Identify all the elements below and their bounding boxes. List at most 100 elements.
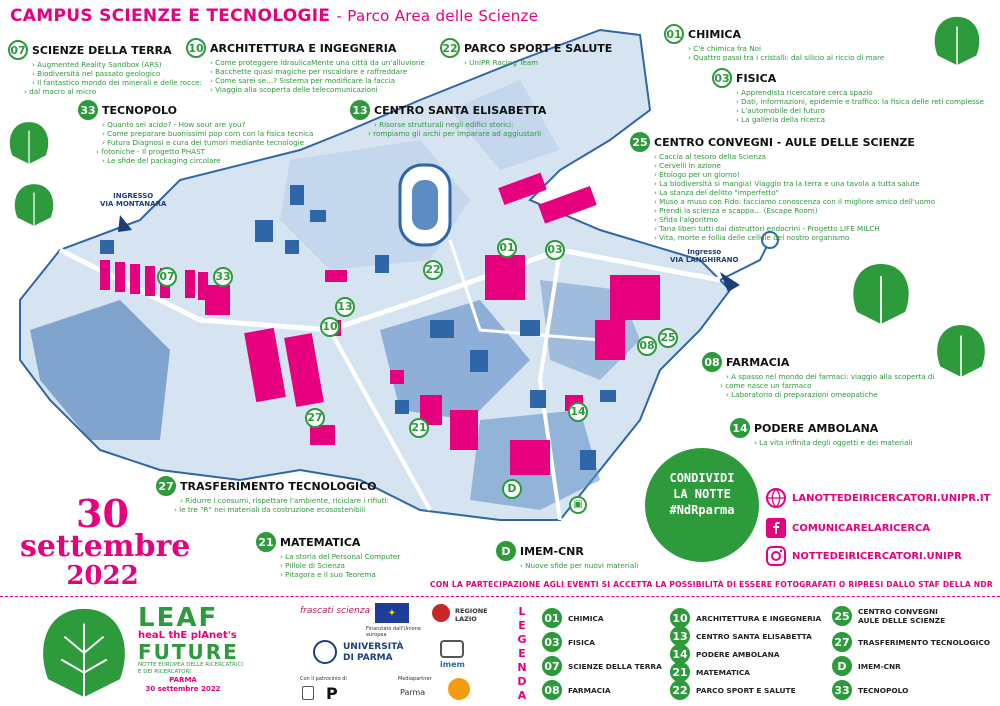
activity: Biodiversità nel passato geologico <box>32 69 202 78</box>
area-name: CENTRO CONVEGNI - AULE DELLE SCIENZE <box>654 135 915 149</box>
facebook-link[interactable]: COMUNICARELARICERCA <box>766 518 930 538</box>
campus-map <box>19 28 779 521</box>
activity: rompiamo gli archi per imparare ad aggiu… <box>368 129 546 138</box>
website-link[interactable]: LANOTTEDEIRICERCATORI.UNIPR.IT <box>766 488 990 508</box>
marker-03[interactable]: 03 <box>545 238 565 260</box>
legend-letter: E <box>518 619 526 632</box>
headphones-icon <box>448 678 470 700</box>
legend-label: TECNOPOLO <box>858 685 909 695</box>
area-name: TECNOPOLO <box>102 103 178 117</box>
marker-22[interactable]: 22 <box>423 258 443 280</box>
legend-letter: D <box>517 675 527 688</box>
activity: fotoniche - Il progetto PHAST <box>96 147 313 156</box>
montanara-entrance-label: INGRESSO VIA MONTANARA <box>100 192 166 208</box>
marker-10[interactable]: 10 <box>320 315 340 337</box>
badge-01: 01 <box>664 24 684 44</box>
date-year: 2022 <box>66 561 139 591</box>
regione-logo: REGIONE LAZIO <box>455 607 488 623</box>
title-main: CAMPUS SCIENZE E TECNOLOGIE <box>10 6 331 26</box>
area-name: PODERE AMBOLANA <box>754 421 879 435</box>
activity: Etologo per un giorno! <box>654 170 935 179</box>
activity: Come proteggere idraulicaMente una città… <box>210 58 425 67</box>
activity: UniPR Racing Team <box>464 58 612 67</box>
legend-item-33: 33 TECNOPOLO <box>832 680 908 700</box>
p-logo-icon: P <box>326 684 338 703</box>
instagram-link[interactable]: NOTTEDEIRICERCATORI.UNIPR <box>766 546 962 566</box>
eu-caption: Finanziato dall'Unione europea <box>366 626 421 638</box>
unipr-line-1: UNIVERSITÀ <box>343 642 404 652</box>
activity: Risorse strutturali negli edifici storic… <box>374 120 546 129</box>
activity: Sfida l'algoritmo <box>654 215 935 224</box>
leaf-tagline: heaL thE plAnet's <box>138 630 237 641</box>
activity: Dati, informazioni, epidemie e traffico:… <box>736 97 984 106</box>
legend-letter: N <box>517 661 527 674</box>
legend-badge: 13 <box>670 626 690 646</box>
montanara-label-2: VIA MONTANARA <box>100 200 167 208</box>
divider <box>0 596 1000 598</box>
marker-25[interactable]: 25 <box>658 326 678 348</box>
langhirano-label-2: VIA LANGHIRANO <box>670 256 739 264</box>
leaf-icon <box>934 16 980 66</box>
website-text: LANOTTEDEIRICERCATORI.UNIPR.IT <box>792 492 991 504</box>
leaf-subtitle: NOTTE EUROPEA DELLE RICERCATRICI E DEI R… <box>138 662 244 675</box>
langhirano-entrance-label: Ingresso VIA LANGHIRANO <box>670 248 738 264</box>
leaf-icon <box>43 608 125 698</box>
activity: Come sarei se…? Sistema per modificare l… <box>210 76 425 85</box>
legend-label: MATEMATICA <box>696 667 751 677</box>
activity: Pillole di Scienza <box>280 561 400 570</box>
marker-D[interactable]: D <box>502 477 522 499</box>
unipr-line-2: DI PARMA <box>343 653 393 663</box>
date-month: settembre <box>20 529 191 564</box>
activity: La vita infinita degli oggetti e dei mat… <box>754 438 912 447</box>
legend-label: TRASFERIMENTO TECNOLOGICO <box>858 637 991 647</box>
leaf-branding: LEAF heaL thE plAnet's FUTURE NOTTE EURO… <box>138 603 248 694</box>
legend-label: CENTRO CONVEGNI AULE DELLE SCIENZE <box>858 607 946 625</box>
badge-D: D <box>496 541 516 561</box>
legend-badge: 08 <box>542 680 562 700</box>
activity: come nasce un farmaco <box>720 381 934 390</box>
badge-03: 03 <box>712 68 732 88</box>
area-name: FARMACIA <box>726 355 790 369</box>
area-name: MATEMATICA <box>280 535 361 549</box>
parma-media-logo: Parma <box>400 688 426 697</box>
area-name: FISICA <box>736 71 777 85</box>
marker-01[interactable]: 01 <box>497 236 517 258</box>
unipr-seal-icon <box>313 640 337 664</box>
marker-07[interactable]: 07 <box>157 265 177 287</box>
area-name: SCIENZE DELLA TERRA <box>32 43 172 57</box>
legend-badge: 01 <box>542 608 562 628</box>
marker-08[interactable]: 08 <box>637 334 657 356</box>
legend-badge: 03 <box>542 632 562 652</box>
share-badge: CONDIVIDI LA NOTTE #NdRparma <box>645 448 759 562</box>
marker-14[interactable]: 14 <box>568 400 588 422</box>
marker-21[interactable]: 21 <box>409 416 429 438</box>
badge-08: 08 <box>702 352 722 372</box>
badge-22: 22 <box>440 38 460 58</box>
marker-27[interactable]: 27 <box>305 406 325 428</box>
legend-badge: 33 <box>832 680 852 700</box>
marker-33[interactable]: 33 <box>213 265 233 287</box>
leaf-word: LEAF <box>138 603 219 633</box>
activity: C'è chimica fra Noi <box>688 44 884 53</box>
page-title: CAMPUS SCIENZE E TECNOLOGIE - Parco Area… <box>10 6 538 26</box>
activity: La stanza del delitto "imperfetto" <box>654 188 935 197</box>
activity: Quattro passi tra i cristalli: dal silic… <box>688 53 884 62</box>
title-sub: - Parco Area delle Scienze <box>336 7 539 25</box>
marker-13[interactable]: 13 <box>335 295 355 317</box>
eu-flag-icon: ✦ <box>375 603 409 623</box>
activity: dal macro al micro <box>24 87 202 96</box>
imem-icon <box>440 640 464 658</box>
area-name: CHIMICA <box>688 27 741 41</box>
instagram-icon <box>766 546 786 566</box>
activity: Quanto sei acido? - How sour are you? <box>102 120 313 129</box>
activity: Bacchette quasi magiche per riscaldare e… <box>210 67 425 76</box>
legend-badge: 07 <box>542 656 562 676</box>
